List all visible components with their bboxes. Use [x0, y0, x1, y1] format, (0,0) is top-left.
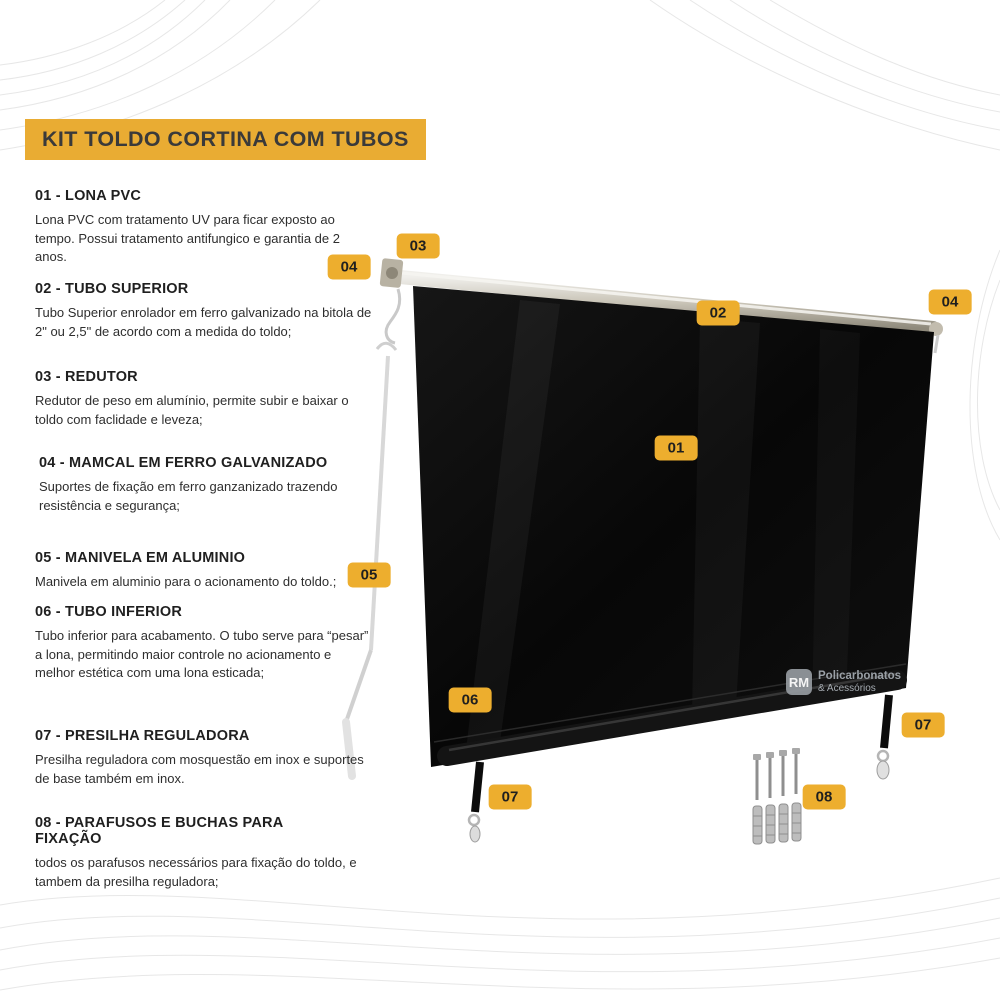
brand-suffix: & Acessórios	[818, 682, 876, 694]
part-heading-05: 05 - MANIVELA EM ALUMINIO	[35, 550, 246, 566]
crank-handle	[342, 718, 356, 780]
crank-hook	[375, 341, 398, 351]
awning-illustration	[342, 258, 943, 845]
badge-04-mamcal-left: 04	[327, 254, 371, 280]
brand-name: Policarbonatos	[818, 669, 902, 682]
badge-06-tubo-inferior: 06	[448, 687, 492, 713]
badge-08-parafusos: 08	[802, 784, 846, 810]
part-heading-04: 04 - MAMCAL EM FERRO GALVANIZADO	[39, 455, 328, 471]
part-description-03: Redutor de peso em alumínio, permite sub…	[35, 393, 349, 427]
part-item-07: 07 - PRESILHA REGULADORA Presilha regula…	[35, 728, 373, 788]
part-item-08: 08 - PARAFUSOS E BUCHAS PARA FIXAÇÃO tod…	[35, 815, 373, 891]
left-strap	[471, 761, 484, 813]
left-hook	[469, 825, 481, 843]
part-description-04: Suportes de fixação em ferro ganzanizado…	[39, 479, 338, 513]
crank-rod	[369, 355, 390, 651]
part-item-03: 03 - REDUTOR Redutor de peso em alumínio…	[35, 369, 373, 429]
reducer	[386, 267, 398, 279]
page-title: KIT TOLDO CORTINA COM TUBOS	[25, 119, 426, 160]
part-description-02: Tubo Superior enrolador em ferro galvani…	[35, 305, 372, 339]
rm-logo: RM	[786, 669, 812, 695]
badge-01-lona: 01	[654, 435, 698, 461]
part-heading-01: 01 - LONA PVC	[35, 188, 141, 204]
top-tube	[393, 270, 940, 335]
part-description-08: todos os parafusos necessários para fixa…	[35, 855, 357, 889]
badge-07-presilha-left: 07	[488, 784, 532, 810]
part-item-05: 05 - MANIVELA EM ALUMINIO Manivela em al…	[35, 550, 373, 592]
part-description-01: Lona PVC com tratamento UV para ficar ex…	[35, 212, 340, 265]
badge-04-mamcal-right: 04	[928, 289, 972, 315]
right-strap	[880, 694, 893, 749]
brand-watermark: RM Policarbonatos & Acessórios	[786, 669, 901, 695]
badge-05-manivela: 05	[347, 562, 391, 588]
part-item-01: 01 - LONA PVC Lona PVC com tratamento UV…	[35, 188, 373, 267]
right-hook	[876, 760, 890, 780]
screws-and-plugs	[752, 748, 802, 845]
part-heading-08: 08 - PARAFUSOS E BUCHAS PARA FIXAÇÃO	[35, 815, 283, 847]
badge-02-tubo-superior: 02	[696, 300, 740, 326]
badge-07-presilha-right: 07	[901, 712, 945, 738]
part-description-05: Manivela em aluminio para o acionamento …	[35, 574, 337, 589]
badge-03-redutor: 03	[396, 233, 440, 259]
part-heading-03: 03 - REDUTOR	[35, 369, 138, 385]
part-description-06: Tubo inferior para acabamento. O tubo se…	[35, 628, 369, 681]
part-heading-06: 06 - TUBO INFERIOR	[35, 604, 182, 620]
bottom-tube	[437, 670, 907, 766]
part-item-04: 04 - MAMCAL EM FERRO GALVANIZADO Suporte…	[35, 455, 377, 515]
part-heading-07: 07 - PRESILHA REGULADORA	[35, 728, 250, 744]
part-description-07: Presilha reguladora com mosquestão em in…	[35, 752, 364, 786]
part-item-02: 02 - TUBO SUPERIOR Tubo Superior enrolad…	[35, 281, 373, 341]
part-heading-02: 02 - TUBO SUPERIOR	[35, 281, 189, 297]
pvc-canvas	[413, 286, 934, 767]
reducer-hook	[384, 288, 402, 345]
part-item-06: 06 - TUBO INFERIOR Tubo inferior para ac…	[35, 604, 373, 683]
hem-fold	[433, 663, 907, 743]
